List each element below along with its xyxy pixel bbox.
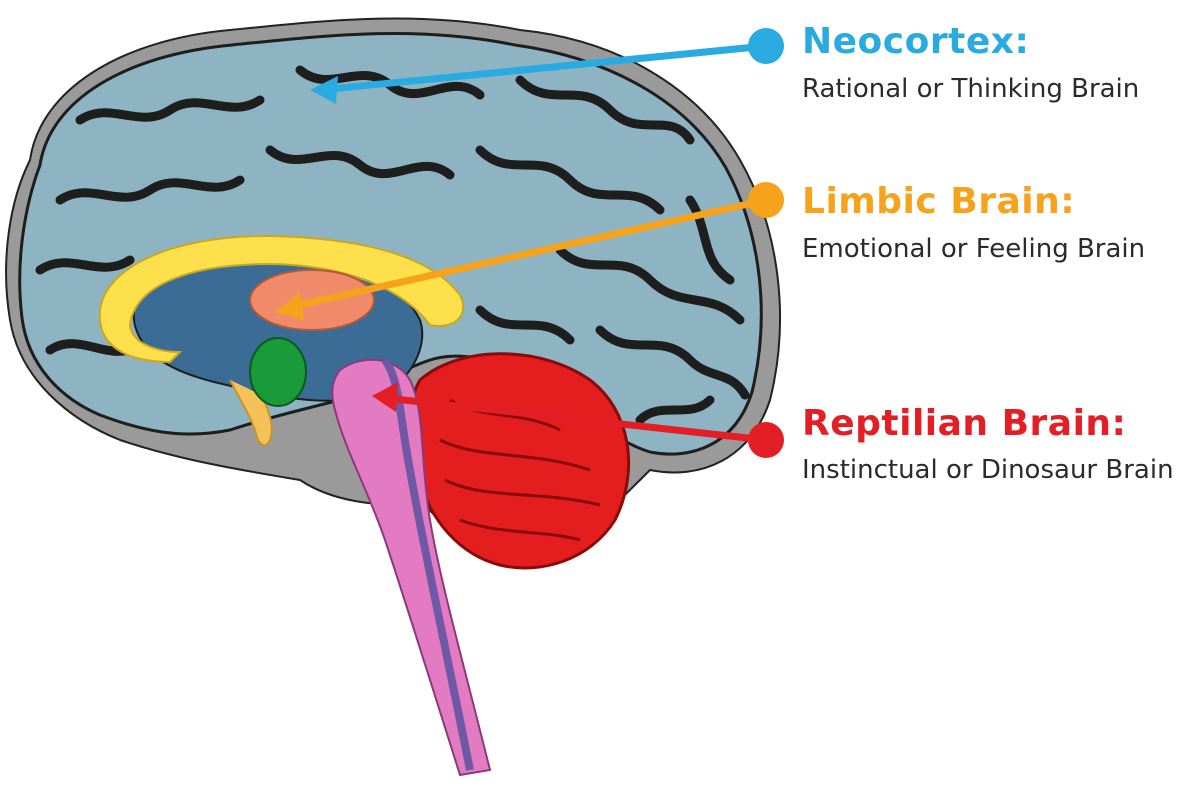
amygdala xyxy=(249,337,307,407)
neocortex-title: Neocortex: xyxy=(802,21,1030,62)
corpus-callosum xyxy=(98,234,465,364)
reptilian-title: Reptilian Brain: xyxy=(802,403,1127,444)
reptilian-pointer xyxy=(372,382,784,458)
brainstem-channel xyxy=(381,357,474,771)
limbic-subtitle: Emotional or Feeling Brain xyxy=(802,234,1146,264)
limbic-pointer xyxy=(275,182,784,320)
reptilian-subtitle: Instinctual or Dinosaur Brain xyxy=(802,455,1174,485)
cerebellum-folds xyxy=(439,398,601,542)
limbic-title: Limbic Brain: xyxy=(802,181,1076,222)
cerebellum xyxy=(409,352,631,570)
limbic-label: Limbic Brain: Emotional or Feeling Brain xyxy=(802,180,1192,274)
neocortex-label: Neocortex: Rational or Thinking Brain xyxy=(802,20,1192,114)
neocortex-pointer xyxy=(310,28,784,104)
neocortex-subtitle: Rational or Thinking Brain xyxy=(802,74,1140,104)
reptilian-label: Reptilian Brain: Instinctual or Dinosaur… xyxy=(802,402,1182,494)
